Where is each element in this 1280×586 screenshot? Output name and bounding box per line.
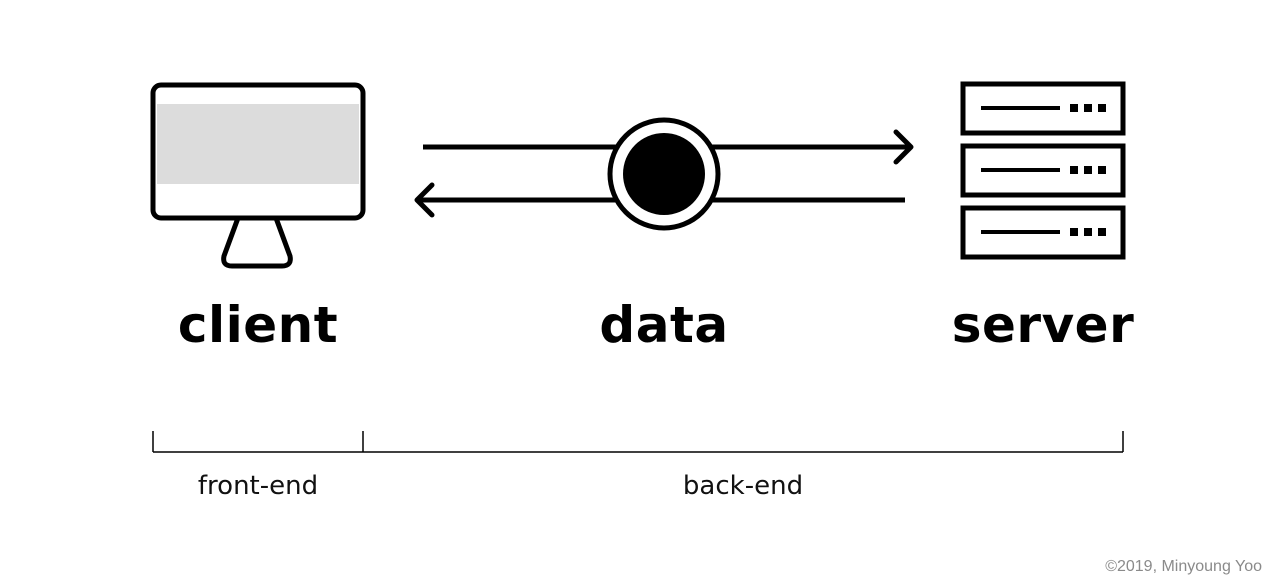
server-label: server — [951, 296, 1135, 354]
back-end-label: back-end — [682, 471, 804, 501]
server-unit — [960, 81, 1126, 136]
data-circle-icon — [607, 117, 721, 231]
server-rack-icon — [960, 81, 1126, 260]
tier-bracket — [152, 431, 1124, 453]
data-label: data — [599, 296, 729, 354]
server-unit — [960, 205, 1126, 260]
client-label: client — [177, 296, 339, 354]
monitor-icon — [150, 82, 366, 269]
front-end-label: front-end — [197, 471, 319, 501]
copyright-text: ©2019, Minyoung Yoo — [1105, 558, 1262, 575]
server-unit — [960, 143, 1126, 198]
